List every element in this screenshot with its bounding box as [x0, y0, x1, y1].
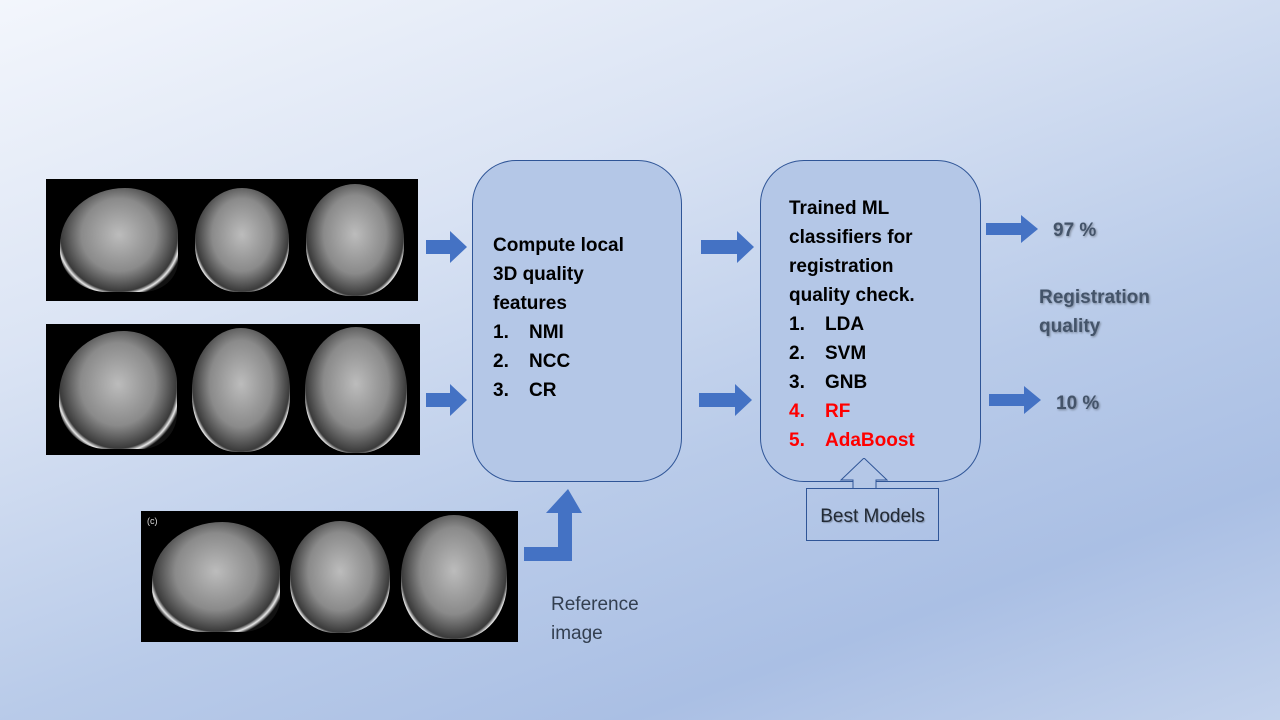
arrow-right-icon [426, 231, 467, 263]
classifier-title-line: classifiers for [789, 227, 913, 248]
sagittal-slice [60, 188, 179, 292]
reference-image-caption: Reference image [551, 594, 639, 644]
classifier-box-text: Trained ML classifiers for registration … [789, 194, 915, 455]
sagittal-slice [152, 521, 281, 632]
classifier-title-line: quality check. [789, 285, 915, 306]
output-low-score: 10 % [1056, 393, 1100, 414]
classifier-title-line: registration [789, 256, 894, 277]
coronal-slice [191, 327, 290, 452]
reference-image: (c) [141, 511, 518, 642]
feature-title-line: features [493, 293, 567, 314]
classifier-box [760, 160, 981, 482]
classifier-title-line: Trained ML [789, 198, 890, 219]
coronal-slice [194, 188, 289, 292]
axial-slice [400, 514, 507, 639]
best-models-label: Best Models [806, 488, 939, 541]
axial-slice [304, 326, 407, 453]
arrow-right-icon [699, 384, 752, 416]
classifier-item: 1.LDA [789, 314, 865, 335]
feature-item: 1.NMI [493, 322, 564, 343]
panel-label: (c) [147, 516, 158, 526]
axial-slice [305, 184, 404, 296]
registration-quality-caption: Registration quality [1039, 287, 1150, 337]
arrow-right-icon [989, 386, 1041, 414]
sagittal-slice [59, 330, 178, 449]
feature-title-line: 3D quality [493, 264, 584, 285]
feature-item: 2.NCC [493, 351, 571, 372]
output-high-score: 97 % [1053, 220, 1097, 241]
classifier-item-best: 5.AdaBoost [789, 430, 915, 451]
arrow-right-icon [986, 215, 1038, 243]
feature-item: 3.CR [493, 380, 557, 401]
arrow-right-icon [701, 231, 754, 263]
callout-arrow-up-icon [839, 458, 889, 489]
arrow-right-icon [426, 384, 467, 416]
coronal-slice [290, 520, 391, 633]
feature-title-line: Compute local [493, 235, 624, 256]
input-image-1 [46, 179, 418, 301]
feature-computation-box [472, 160, 682, 482]
classifier-item-best: 4.RF [789, 401, 851, 422]
bent-arrow-up-icon [524, 489, 582, 561]
feature-box-text: Compute local 3D quality features 1.NMI … [493, 231, 624, 405]
input-image-2 [46, 324, 420, 455]
classifier-item: 2.SVM [789, 343, 867, 364]
classifier-item: 3.GNB [789, 372, 868, 393]
